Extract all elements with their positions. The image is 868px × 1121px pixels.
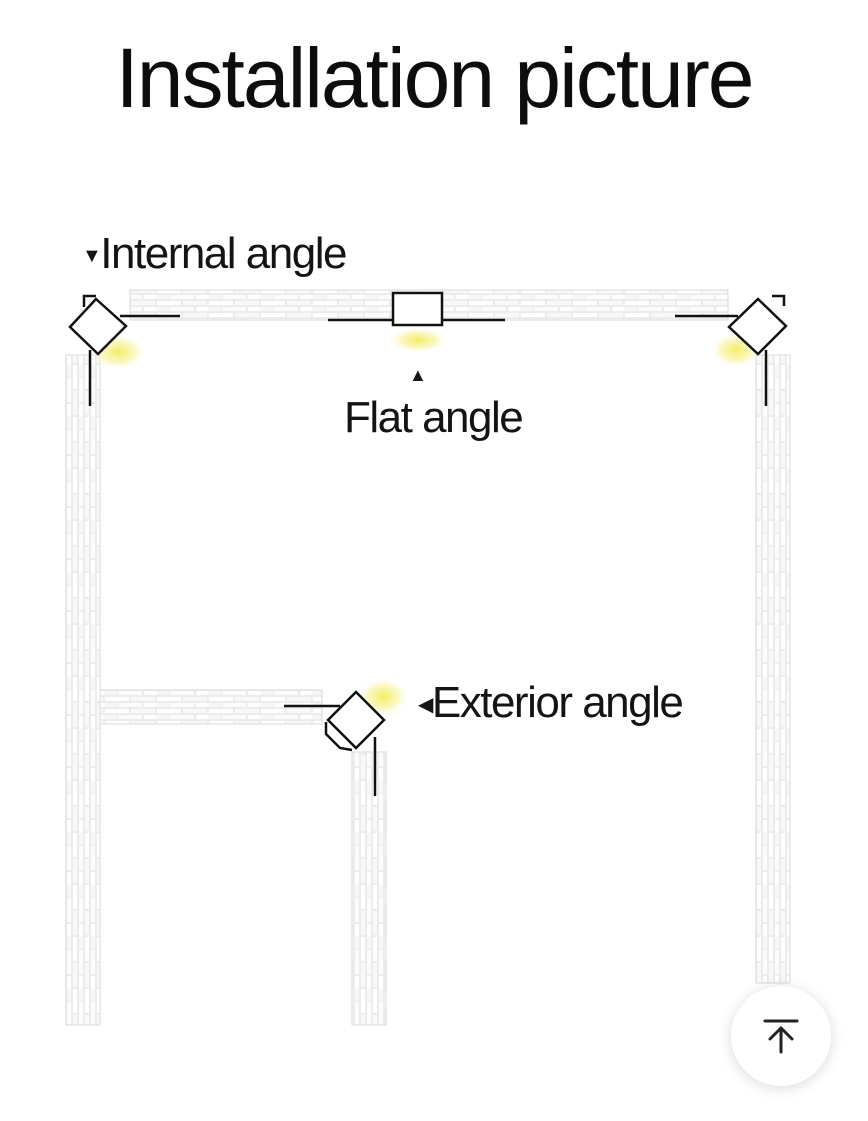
flat-angle-profile: [328, 291, 505, 327]
left-wall: [65, 354, 101, 1026]
flat-angle-label: Flat angle: [344, 393, 524, 442]
exterior-angle-profile: [284, 690, 386, 796]
internal-angle-profile-left: [68, 294, 180, 406]
back-to-top-button[interactable]: [731, 986, 831, 1086]
arrow-up-to-line-icon: [763, 1019, 799, 1054]
internal-angle-profile-right: [675, 294, 788, 406]
internal-angle-text: Internal angle: [100, 229, 347, 278]
exterior-angle-label: ◀Exterior angle: [418, 678, 684, 727]
glow-flat: [388, 327, 448, 353]
down-triangle-icon: ▼: [82, 245, 102, 268]
left-triangle-icon: ◀: [418, 694, 433, 717]
exterior-angle-text: Exterior angle: [431, 678, 684, 727]
flat-angle-marker: ▲: [409, 365, 427, 385]
right-wall: [755, 354, 791, 984]
walls: [65, 289, 791, 1026]
internal-angle-label: ▼Internal angle: [82, 229, 347, 278]
flat-angle-text: Flat angle: [344, 393, 524, 442]
up-triangle-icon: ▲: [409, 365, 427, 385]
inner-vertical-wall: [351, 751, 387, 1026]
light-glows: [90, 327, 762, 717]
page-title: Installation picture: [115, 31, 754, 125]
